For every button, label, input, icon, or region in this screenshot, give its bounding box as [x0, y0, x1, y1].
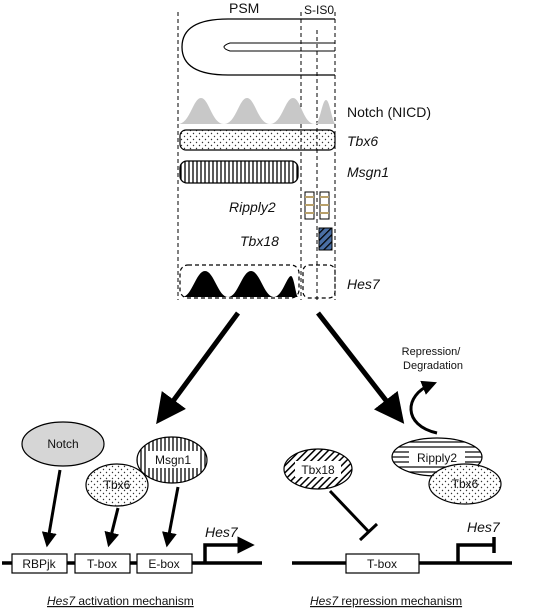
- hes7-wave: [182, 271, 298, 297]
- rbpjk-box: [11, 553, 68, 574]
- tbx18-inhibition-line: [328, 489, 371, 534]
- ripply2-protein-label: Ripply2: [417, 451, 457, 465]
- ripply2-label-backing: [409, 449, 465, 465]
- repression-caption-gene: Hes7: [310, 594, 339, 608]
- activation-arrow: [156, 311, 241, 425]
- repression-caption: Hes7 repression mechanism: [310, 594, 462, 608]
- ripply2-expression: [304, 191, 330, 220]
- hes7-sis0-frame: [302, 264, 336, 299]
- notch-protein-label: Notch: [47, 437, 78, 451]
- tbox-box-activation-label: T-box: [87, 557, 117, 571]
- degradation-curved-arrow: [409, 380, 438, 435]
- tbox-box-activation: [74, 553, 131, 574]
- tbx18-protein-label: Tbx18: [301, 463, 335, 477]
- repression-arrow: [316, 311, 405, 424]
- msgn1-label-backing: [146, 451, 200, 468]
- notch-protein: [21, 421, 105, 467]
- ripply2-row-label: Ripply2: [229, 199, 276, 215]
- repression-label-line1: Repression/: [402, 346, 462, 358]
- tbx6-protein-activation-texture: [86, 464, 148, 506]
- msgn1-row-label: Msgn1: [347, 164, 389, 180]
- hes7-psm-frame: [179, 264, 300, 299]
- msgn1-expression-bar: [179, 160, 299, 184]
- repression-caption-rest: repression mechanism: [338, 594, 462, 608]
- rbpjk-box-label: RBPjk: [22, 557, 56, 571]
- tbx6-protein-activation-label: Tbx6: [104, 478, 131, 492]
- notch-wave: [178, 98, 336, 124]
- activation-caption-gene: Hes7: [47, 594, 76, 608]
- repression-gene-label: Hes7: [467, 519, 501, 535]
- ebox-box-label: E-box: [148, 557, 179, 571]
- tbx18-label-backing: [295, 461, 341, 477]
- tbox-box-repression: [345, 553, 420, 574]
- activation-caption-rest: activation mechanism: [75, 594, 194, 608]
- activation-caption: Hes7 activation mechanism: [47, 594, 194, 608]
- s-is0-label: S-IS0: [304, 3, 334, 17]
- ebox-box: [136, 553, 193, 574]
- repression-promoter-blocked: [456, 543, 494, 563]
- repression-label-line2: Degradation: [403, 360, 463, 372]
- msgn1-protein-label: Msgn1: [155, 453, 191, 467]
- tbx6-to-tbox-arrow: [104, 507, 120, 548]
- tbx18-row-label: Tbx18: [240, 233, 279, 249]
- tbx18-inhibition-bar: [358, 522, 379, 542]
- tbx6-expression-bar: [179, 129, 336, 151]
- psm-tailbud-outline: [181, 18, 335, 76]
- tbx6-protein-repression-texture: [429, 464, 501, 504]
- notch-to-rbpjk-arrow: [41, 469, 62, 548]
- activation-promoter-arrow: [203, 536, 255, 563]
- tbx6-row-label: Tbx6: [347, 133, 378, 149]
- tbox-box-repression-label: T-box: [367, 557, 397, 571]
- psm-inner-outline: [223, 42, 335, 52]
- activation-gene-label: Hes7: [205, 524, 239, 540]
- notch-row-label: Notch (NICD): [347, 104, 431, 120]
- guide-lines: [177, 12, 336, 300]
- tbx6-protein-repression-label: Tbx6: [452, 477, 479, 491]
- hes7-row-label: Hes7: [347, 276, 381, 292]
- tbx18-expression-block: [318, 227, 333, 251]
- msgn1-to-ebox-arrow: [162, 486, 180, 548]
- psm-label: PSM: [229, 0, 259, 16]
